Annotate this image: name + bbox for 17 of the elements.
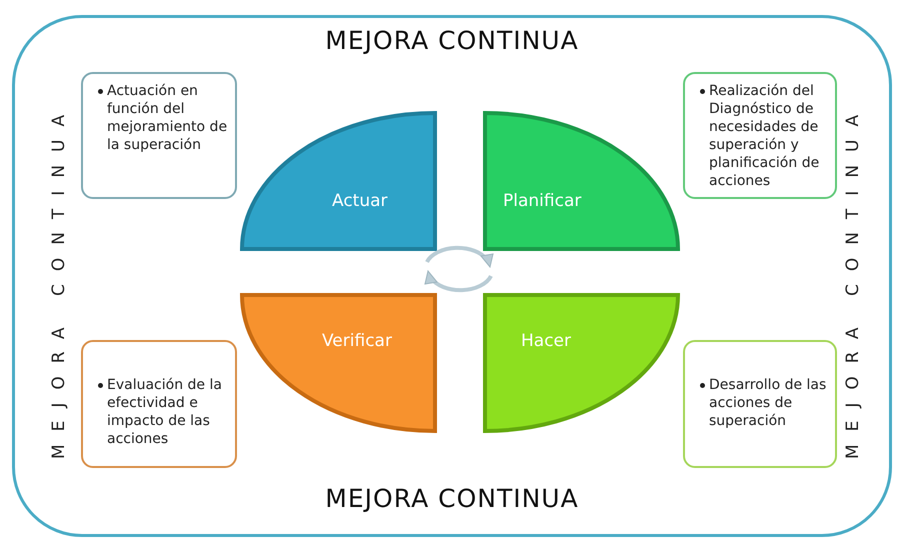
frame-title: MEJORA CONTINUA xyxy=(49,100,69,461)
text-box xyxy=(683,340,837,468)
bullet-text: Realización del Diagnóstico de necesidades de superación y planificación de acciones xyxy=(709,83,820,189)
text-box xyxy=(81,72,237,199)
quadrant-label: Verificar xyxy=(322,331,392,351)
bullet-text: Desarrollo de las acciones de superación xyxy=(709,377,826,429)
frame-title: MEJORA CONTINUA xyxy=(325,26,579,55)
bullet-text: Actuación en función del mejoramiento de la superación xyxy=(107,83,228,153)
quadrant-label: Actuar xyxy=(332,191,388,211)
frame-title: MEJORA CONTINUA xyxy=(325,484,579,513)
text-box xyxy=(81,340,237,468)
quadrant-label: Planificar xyxy=(503,191,582,211)
text-box xyxy=(683,72,837,199)
bullet-text: Evaluación de la efectividad e impacto de las acciones xyxy=(107,377,222,447)
quadrant-label: Hacer xyxy=(521,331,571,351)
frame-title: MEJORA CONTINUA xyxy=(843,100,863,461)
rounded-frame xyxy=(12,15,892,537)
